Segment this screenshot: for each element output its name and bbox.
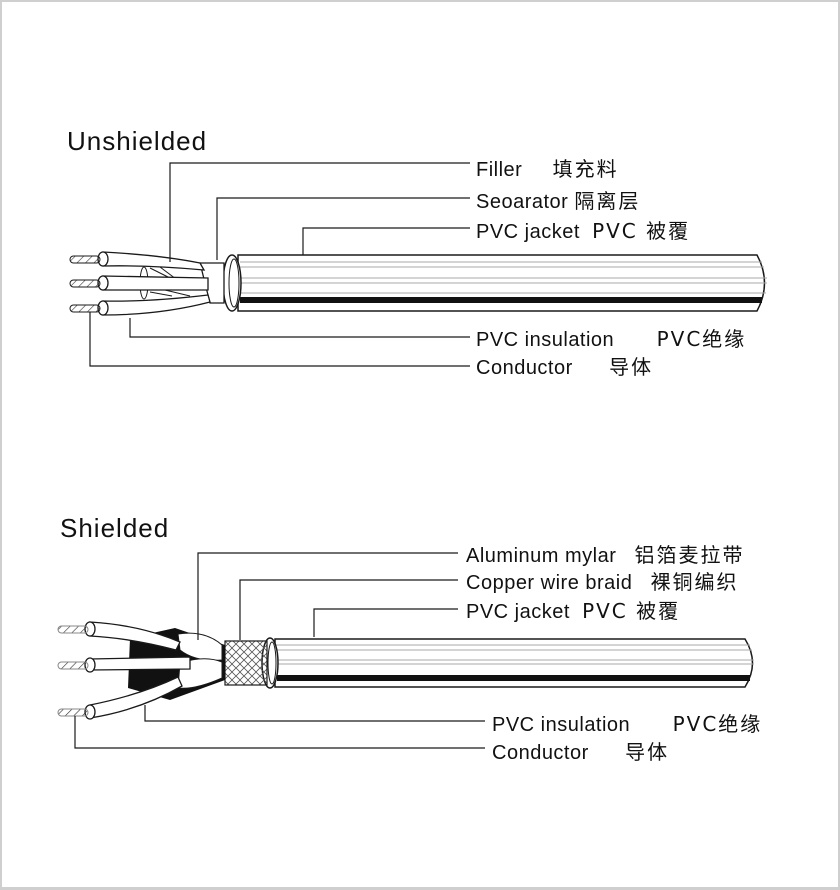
unshielded-cable <box>69 162 767 367</box>
shielded-pvc-jacket <box>261 637 754 689</box>
unshielded-title: Unshielded <box>67 126 208 156</box>
shielded-label-conductor: Conductor 导体 <box>492 740 670 764</box>
shielded-label-pvc-jacket: PVC jacket PVC 被覆 <box>466 599 681 623</box>
shielded-cable <box>57 552 754 749</box>
shielded-leader-lines <box>74 552 485 749</box>
unshielded-conductors <box>69 255 101 313</box>
shielded-conductors <box>57 625 89 717</box>
shielded-copper-braid <box>224 640 268 686</box>
unshielded-label-pvc-jacket: PVC jacket PVC 被覆 <box>476 219 691 243</box>
shielded-label-aluminum-mylar: Aluminum mylar 铝箔麦拉带 <box>466 543 745 567</box>
unshielded-label-filler: Filler 填充料 <box>476 157 619 181</box>
unshielded-leader-lines <box>89 162 470 367</box>
shielded-title: Shielded <box>60 513 170 543</box>
unshielded-label-pvc-insulation: PVC insulation PVC绝缘 <box>476 327 747 351</box>
unshielded-label-conductor: Conductor 导体 <box>476 355 654 379</box>
unshielded-pvc-jacket <box>222 254 767 312</box>
shielded-black-stripe <box>277 675 750 681</box>
unshielded-label-separator: Seoarator 隔离层 <box>476 189 641 213</box>
shielded-label-copper-braid: Copper wire braid 裸铜编织 <box>466 570 739 594</box>
shielded-label-pvc-insulation: PVC insulation PVC绝缘 <box>492 712 763 736</box>
unshielded-filler <box>139 266 191 300</box>
unshielded-wires <box>97 251 211 316</box>
unshielded-black-stripe <box>240 297 762 303</box>
